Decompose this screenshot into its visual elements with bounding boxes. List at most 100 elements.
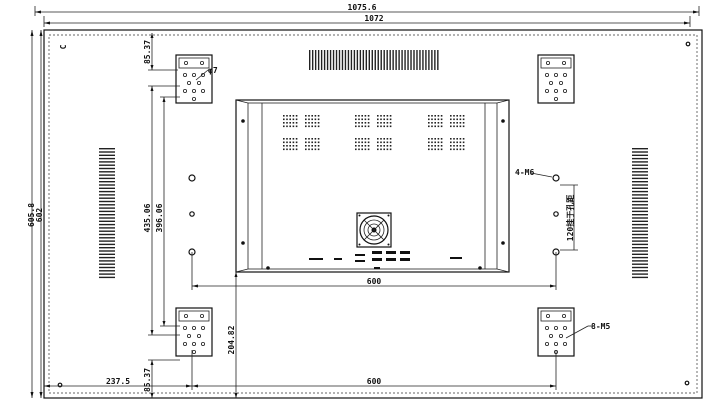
bracket-hole [183, 61, 188, 66]
vent-dot [289, 145, 291, 147]
vent-dot [286, 141, 288, 144]
vent-dot [367, 122, 370, 124]
callout-screw-8m5: 8-M5 [591, 322, 610, 331]
vent-slot [386, 50, 388, 70]
vent-dot [380, 148, 382, 151]
vent-dot [462, 145, 465, 147]
vent-dot [389, 141, 392, 144]
vent-dot [292, 118, 295, 121]
vent-slot [99, 157, 115, 160]
vent-slot [632, 250, 648, 252]
vent-dot [367, 148, 370, 151]
vent-dot [434, 141, 436, 144]
vent-slot [413, 50, 415, 70]
vent-slot [632, 190, 648, 193]
vent-slot [99, 260, 115, 262]
vent-dot [283, 122, 285, 124]
vent-dot [361, 141, 363, 144]
bracket-hole [191, 89, 196, 94]
vent-dot [386, 122, 389, 124]
vesa-hole [552, 174, 560, 182]
vent-dot [286, 148, 288, 151]
dim-vertical-204: 204.82 [227, 325, 236, 354]
vent-dot [456, 145, 458, 147]
vent-dot [456, 115, 458, 117]
vent-slot [99, 171, 115, 173]
vent-dot [355, 138, 357, 140]
vent-dot [314, 122, 317, 124]
vent-dot [428, 125, 430, 128]
vent-slot [99, 266, 115, 269]
vent-dot [311, 125, 313, 128]
vent-slot [377, 50, 379, 70]
dim-horizontal-600-bottom: 600 [367, 377, 382, 386]
bracket-hole [200, 89, 205, 94]
corner-hole-bottom-right [684, 380, 690, 386]
vent-dot [289, 141, 291, 144]
vent-dot [428, 118, 430, 121]
vent-dot [308, 138, 310, 140]
dim-overall-width: 1075.6 [348, 3, 377, 12]
vent-dot [431, 145, 433, 147]
vent-dot [311, 141, 313, 144]
vent-slot [425, 50, 427, 70]
bracket-slot [178, 57, 210, 69]
vent-dot [317, 138, 320, 140]
vent-slot [416, 50, 418, 70]
vent-dot [311, 145, 313, 147]
dim-horizontal-600-mid: 600 [367, 277, 382, 286]
vent-dot [377, 118, 379, 121]
vent-slot [374, 50, 376, 70]
vent-dot [437, 148, 440, 151]
vent-slot [632, 200, 648, 203]
vent-dot [355, 118, 357, 121]
housing-screw [478, 266, 482, 270]
vent-dot [450, 118, 452, 121]
vent-dot [459, 115, 462, 117]
vent-dot [305, 141, 307, 144]
vent-slot [99, 276, 115, 279]
vent-dot [295, 138, 298, 140]
vent-dot [431, 125, 433, 128]
vent-dot [311, 148, 313, 151]
bracket-slot [178, 310, 210, 322]
vent-dot [364, 118, 367, 121]
vent-dot [453, 145, 455, 147]
vent-dot [358, 148, 360, 151]
vent-slot [99, 181, 115, 183]
bracket-hole [546, 61, 551, 66]
vent-slot [335, 50, 338, 70]
vent-slot [347, 50, 350, 70]
vent-dot [437, 118, 440, 121]
vent-dot [450, 125, 452, 128]
vent-dot [308, 148, 310, 151]
vent-slot [359, 50, 362, 70]
corner-hole-bottom-left [57, 382, 63, 388]
bracket-hole [182, 325, 187, 330]
back-housing [235, 99, 510, 273]
vent-dot [386, 118, 389, 121]
vent-dot [377, 145, 379, 147]
vent-slot [99, 270, 115, 272]
vent-slot [632, 273, 648, 275]
vent-dot [367, 115, 370, 117]
vent-slot [410, 50, 412, 70]
vent-slot [309, 50, 311, 70]
dim-horizontal-237: 237.5 [106, 377, 130, 386]
vent-slot [632, 243, 648, 246]
vent-dot [295, 148, 298, 151]
vent-dot [355, 115, 357, 117]
mount-bracket-bottom-right [537, 307, 575, 357]
vent-dot [440, 118, 443, 121]
vent-slot [392, 50, 394, 70]
vent-dot [440, 122, 443, 124]
vent-dot [456, 125, 458, 128]
vent-dot [453, 115, 455, 117]
vent-dot [286, 115, 288, 117]
bracket-hole [549, 81, 554, 86]
vent-slot [341, 50, 344, 70]
vent-dot [453, 148, 455, 151]
vent-dot [314, 138, 317, 140]
housing-screw [241, 119, 245, 123]
